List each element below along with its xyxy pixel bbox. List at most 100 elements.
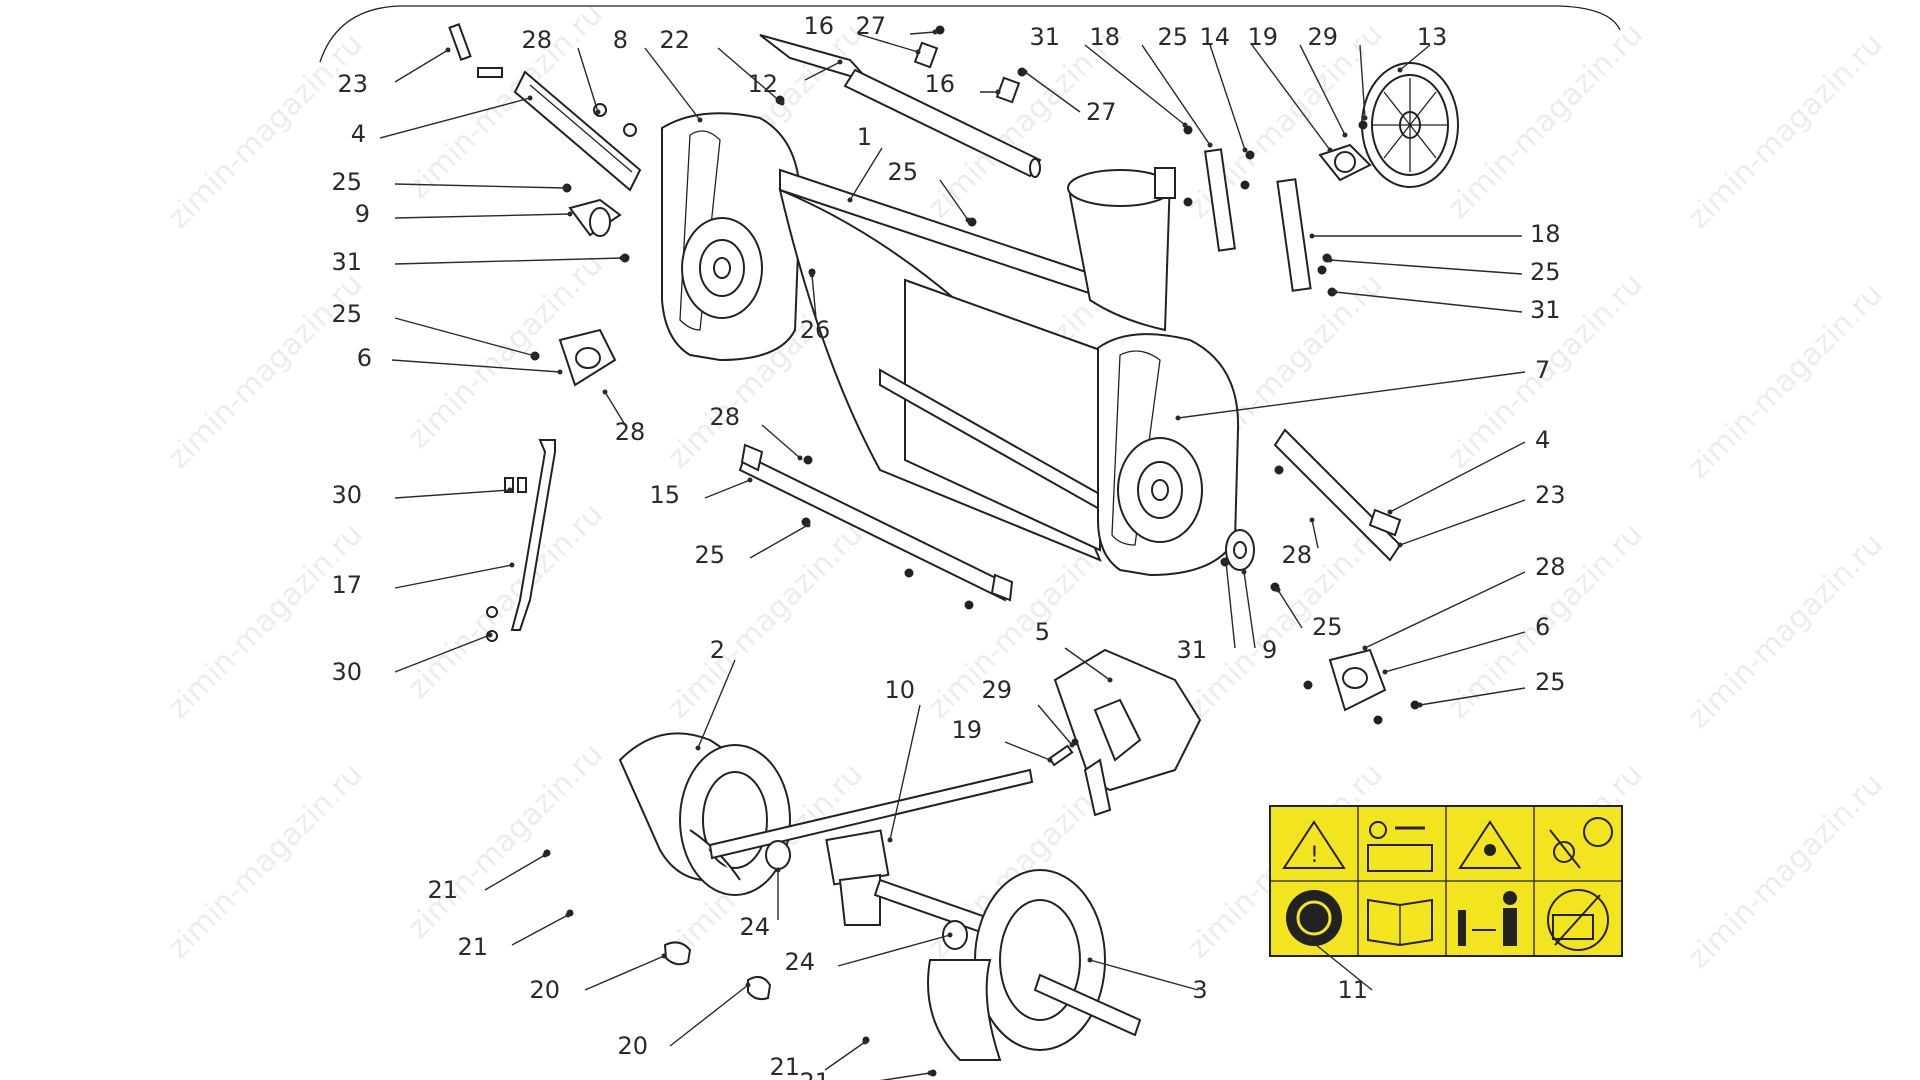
- leader-dot: [1107, 677, 1113, 683]
- part-8-side-plate-left: [661, 112, 802, 362]
- leader-dot: [619, 255, 625, 261]
- part-16-clamps: [913, 25, 1027, 104]
- part-20-clips: [663, 941, 772, 1001]
- part-chute-base: [1067, 167, 1176, 332]
- part-number-label: 13: [1417, 23, 1448, 51]
- part-number-label: 8: [613, 26, 628, 54]
- leader-line: [394, 257, 623, 265]
- leader-line: [1037, 704, 1073, 746]
- leader-line: [704, 479, 751, 499]
- part-11-warning-decal: !: [1269, 805, 1623, 957]
- leader-line: [484, 854, 546, 891]
- leader-line: [804, 61, 841, 81]
- part-4-skid-left: [513, 70, 642, 192]
- part-6-skid-shoe-right: [1328, 648, 1387, 712]
- leader-dot: [809, 272, 815, 278]
- leader-dot: [445, 47, 451, 53]
- part-number-label: 21: [457, 933, 488, 961]
- part-number-label: 6: [357, 344, 372, 372]
- part-number-label: 25: [1530, 258, 1561, 286]
- leader-dot: [1022, 69, 1028, 75]
- leader-line: [1277, 589, 1303, 629]
- part-number-label: 11: [1337, 976, 1368, 1004]
- leader-dot: [797, 455, 803, 461]
- chute-hazard-icon: [1547, 889, 1609, 951]
- leader-dot: [695, 745, 701, 751]
- leader-dot: [509, 562, 515, 568]
- leader-line: [1309, 939, 1373, 991]
- leader-line: [669, 984, 749, 1047]
- watermark-text: zimin-magazin.ru: [1441, 17, 1650, 226]
- leader-dot: [1342, 132, 1348, 138]
- leader-dot: [1309, 517, 1315, 523]
- leader-dot: [1207, 142, 1213, 148]
- leader-dot: [965, 217, 971, 223]
- part-number-label: 20: [617, 1032, 648, 1060]
- leader-dot: [1047, 757, 1053, 763]
- leader-dot: [1332, 289, 1338, 295]
- leader-line: [1243, 571, 1256, 649]
- leader-line: [1084, 44, 1186, 126]
- leader-dot: [837, 59, 843, 65]
- part-12-scraper-rod: [759, 34, 1042, 178]
- part-4-skid-right: [1273, 428, 1402, 562]
- part-number-label: 28: [709, 403, 740, 431]
- leader-line: [577, 47, 599, 113]
- leader-line: [511, 914, 569, 946]
- leader-dot: [595, 109, 601, 115]
- watermark-text: zimin-magazin.ru: [161, 757, 370, 966]
- leader-line: [697, 659, 736, 749]
- no-hands-icon: [1549, 817, 1613, 869]
- leader-dot: [1223, 559, 1229, 565]
- part-9-bearing-right: [1225, 529, 1255, 571]
- leader-line: [857, 33, 919, 53]
- part-number-label: 25: [331, 300, 362, 328]
- part-number-label: 24: [784, 948, 815, 976]
- part-number-label: 9: [1262, 636, 1277, 664]
- leader-line: [1141, 44, 1211, 146]
- part-number-label: 23: [1535, 481, 1566, 509]
- leader-line: [909, 31, 936, 35]
- part-number-label: 30: [331, 658, 362, 686]
- leader-line: [879, 1072, 931, 1080]
- part-number-label: 4: [351, 120, 366, 148]
- leader-line: [604, 391, 628, 429]
- leader-dot: [1397, 67, 1403, 73]
- part-number-label: 31: [1176, 636, 1207, 664]
- leader-line: [849, 147, 883, 201]
- leader-line: [717, 47, 783, 104]
- leader-dot: [602, 389, 608, 395]
- leader-line: [394, 213, 571, 219]
- manual-book-icon: [1367, 898, 1433, 947]
- leader-dot: [947, 932, 953, 938]
- leader-dot: [1175, 415, 1181, 421]
- part-number-label: 6: [1535, 613, 1550, 641]
- watermark-text: zimin-magazin.ru: [161, 267, 370, 476]
- leader-dot: [567, 211, 573, 217]
- leader-dot: [697, 117, 703, 123]
- leader-dot: [862, 1039, 868, 1045]
- watermark-text: zimin-magazin.ru: [401, 0, 610, 206]
- part-number-label: 28: [1281, 541, 1312, 569]
- leader-line: [1399, 499, 1526, 546]
- part-number-label: 19: [1247, 23, 1278, 51]
- part-15-scraper-bar: [738, 443, 1014, 602]
- leader-dot: [1417, 702, 1423, 708]
- part-7-side-plate-right: [1097, 333, 1240, 577]
- part-number-label: 1: [857, 123, 872, 151]
- part-number-label: 25: [887, 158, 918, 186]
- part-number-label: 26: [800, 316, 831, 344]
- leader-dot: [887, 837, 893, 843]
- part-number-label: 20: [529, 976, 560, 1004]
- part-number-label: 29: [981, 676, 1012, 704]
- leader-dot: [1069, 742, 1075, 748]
- leader-line: [394, 634, 491, 673]
- leader-dot: [1242, 147, 1248, 153]
- leader-dot: [995, 89, 1001, 95]
- part-number-label: 31: [1029, 23, 1060, 51]
- leader-line: [1064, 647, 1111, 681]
- part-number-label: 19: [951, 716, 982, 744]
- leader-dot: [507, 487, 513, 493]
- leader-dot: [661, 953, 667, 959]
- svg-text:!: !: [1310, 843, 1319, 868]
